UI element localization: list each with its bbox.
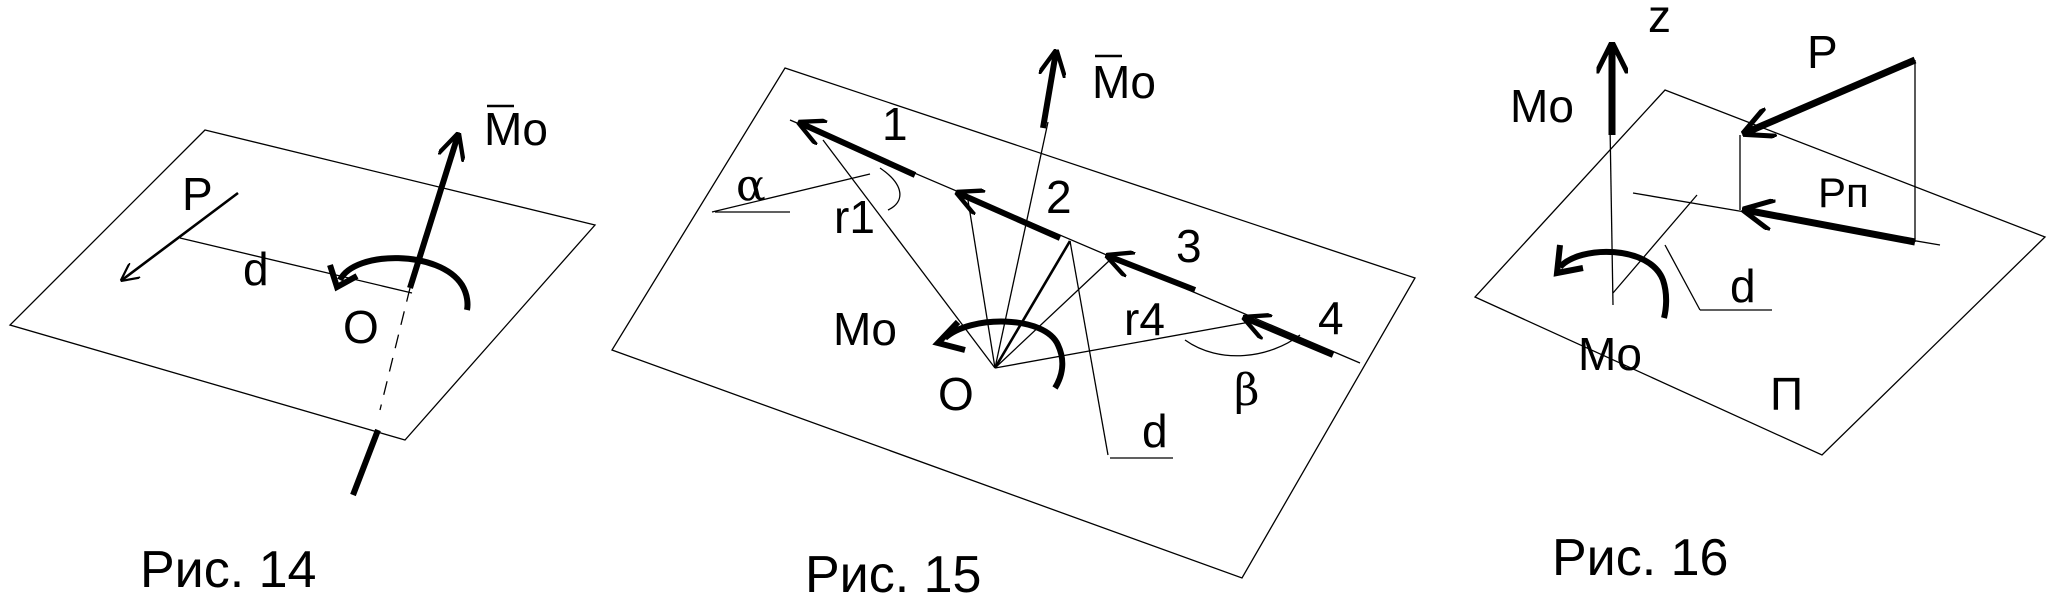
- r4-line: [994, 321, 1251, 369]
- figure-16: z Mo P Pп d Mo П Рис. 16: [1473, 0, 2047, 587]
- z-axis-thin: [1609, 124, 1614, 306]
- caption-fig16: Рис. 16: [1552, 529, 1728, 587]
- label-z: z: [1648, 0, 1671, 42]
- label-beta: β: [1234, 365, 1259, 416]
- plane-14: [8, 129, 597, 441]
- label-P-16: P: [1807, 26, 1838, 78]
- d-arm-perp: [1664, 244, 1701, 311]
- label-O-15: O: [938, 368, 974, 420]
- label-O-14: O: [343, 301, 379, 353]
- label-4: 4: [1318, 292, 1344, 344]
- label-d-14: d: [243, 243, 269, 295]
- label-1: 1: [882, 98, 908, 150]
- label-r1: r1: [834, 191, 875, 243]
- figure-15: Mo 1 2 3 4 α r1 r4 Mo O β d Рис. 15: [611, 52, 1416, 596]
- rotation-arc-16: [1557, 248, 1670, 319]
- force-arrow-3: [1108, 256, 1197, 293]
- force-P-arrow: [122, 191, 239, 280]
- label-alpha: α: [736, 160, 766, 211]
- rotation-arc-14-head: [327, 264, 359, 292]
- force-arrow-2: [958, 193, 1062, 241]
- label-P-14: P: [182, 168, 213, 220]
- label-Pp-16: Pп: [1818, 169, 1869, 216]
- arm-line-14: [179, 237, 413, 294]
- figure-14: Mo P d O Рис. 14: [8, 103, 597, 596]
- alpha-arc: [879, 167, 901, 211]
- label-d-15: d: [1142, 405, 1168, 457]
- label-Mo-vec-15: Mo: [1092, 56, 1156, 108]
- label-d-16: d: [1730, 260, 1756, 312]
- beta-arc: [1184, 334, 1301, 357]
- label-Mo-15: Mo: [833, 303, 897, 355]
- r2-line: [966, 193, 996, 369]
- label-2: 2: [1046, 171, 1072, 223]
- label-Mo-axis-16: Mo: [1510, 80, 1574, 132]
- caption-fig15: Рис. 15: [805, 546, 981, 596]
- force-arrow-4: [1245, 318, 1335, 358]
- r-perp-line: [993, 240, 1072, 369]
- moment-vector-Mo-15: [1043, 52, 1056, 129]
- force-P-arrow-16: [1745, 56, 1917, 133]
- label-plane-Pi: П: [1770, 368, 1803, 420]
- caption-fig14: Рис. 14: [140, 541, 316, 596]
- d-dimension-line: [1069, 240, 1109, 456]
- moment-axis-14-lower: [350, 428, 381, 497]
- label-Mo-16: Mo: [1578, 328, 1642, 380]
- rotation-arc-15: [942, 318, 1066, 390]
- rotation-arc-14: [337, 255, 471, 311]
- plane-15: [611, 67, 1416, 579]
- moment-axis-14: [379, 287, 411, 411]
- rotation-arc-16-head: [1553, 244, 1584, 277]
- label-Mo-14: Mo: [484, 103, 548, 155]
- moment-axis-15: [994, 121, 1049, 369]
- alpha-ref-line: [711, 173, 871, 213]
- plane-16: [1473, 89, 2047, 456]
- label-3: 3: [1176, 220, 1202, 272]
- d-arm-line: [1612, 194, 1698, 294]
- rotation-arc-15-head: [932, 319, 966, 353]
- force-arrow-1: [800, 123, 917, 178]
- force-Pp-arrow-16: [1745, 210, 1916, 246]
- label-r4: r4: [1124, 293, 1165, 345]
- r3-line: [994, 259, 1111, 369]
